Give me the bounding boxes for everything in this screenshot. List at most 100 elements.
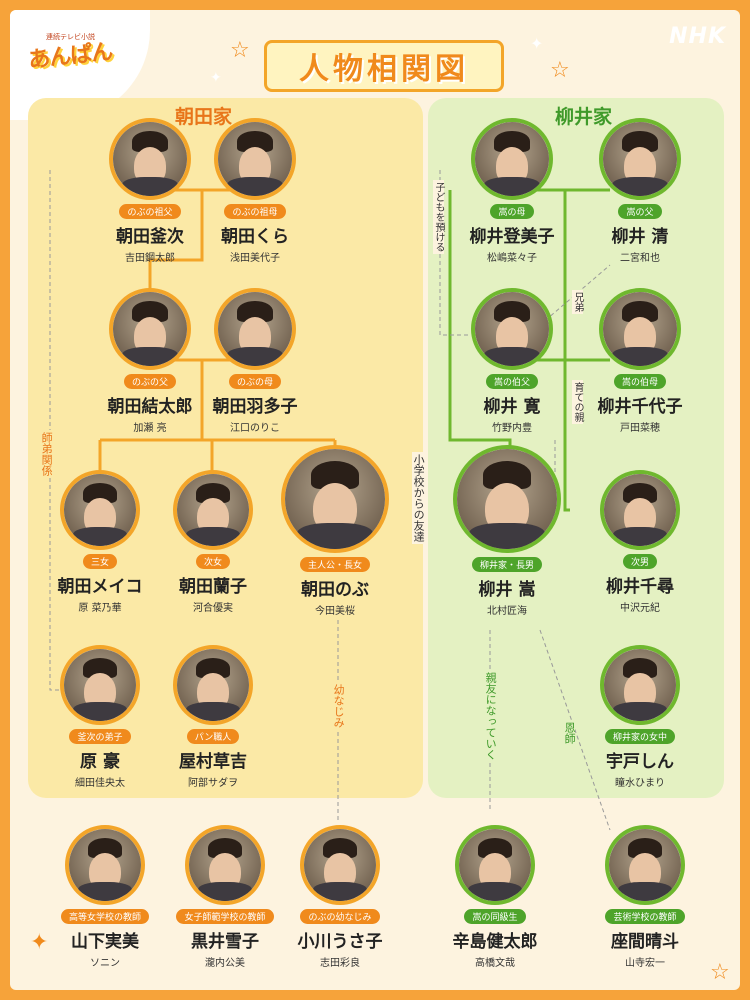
person-zama-haruto: 芸術学校の教師 座間晴斗 山寺宏一 [580, 825, 710, 969]
person-name: 原 豪 [80, 752, 120, 772]
person-yamura-sokichi: パン職人 屋村草吉 阿部サダヲ [148, 645, 278, 789]
role-badge: 芸術学校の教師 [605, 909, 685, 924]
person-name: 朝田のぶ [301, 580, 369, 600]
portrait-photo [453, 445, 561, 553]
person-asada-hatako: のぶの母 朝田羽多子 江口のりこ [190, 288, 320, 434]
role-badge: 嵩の母 [490, 204, 534, 219]
person-name: 朝田メイコ [57, 577, 143, 597]
actor-name: 細田佳央太 [75, 778, 125, 789]
line-kodomo [439, 170, 470, 336]
asada-family-title: 朝田家 [175, 106, 233, 128]
actor-name: 山寺宏一 [625, 958, 665, 969]
person-yanai-hiroshi: 嵩の伯父 柳井 寛 竹野内豊 [447, 288, 577, 434]
role-badge: のぶの祖父 [119, 204, 181, 219]
nhk-logo: NHK [669, 24, 726, 49]
role-badge: 柳井家・長男 [471, 557, 542, 572]
relation-label-sodate: 育ての親 [572, 380, 583, 424]
role-badge: 嵩の伯父 [485, 374, 538, 389]
person-yanai-takashi: 柳井家・長男 柳井 嵩 北村匠海 [442, 445, 572, 617]
portrait-photo [455, 825, 535, 905]
person-name: 山下実美 [71, 932, 139, 952]
logo-subtitle: 連続テレビ小説 [46, 33, 95, 41]
person-name: 柳井千尋 [606, 577, 674, 597]
person-yanai-chihiro: 次男 柳井千尋 中沢元紀 [575, 470, 705, 614]
actor-name: 河合優実 [193, 603, 233, 614]
person-yamashita-mimi: 高等女学校の教師 山下実美 ソニン [40, 825, 170, 969]
person-uto-shin: 柳井家の女中 宇戸しん 瞳水ひまり [575, 645, 705, 789]
relation-label-onshi: 恩師 [563, 720, 577, 746]
portrait-photo [60, 645, 140, 725]
actor-name: 浅田美代子 [230, 253, 280, 264]
actor-name: 瞳水ひまり [615, 778, 665, 789]
actor-name: 阿部サダヲ [188, 778, 238, 789]
portrait-photo [600, 470, 680, 550]
star-icon: ☆ [710, 960, 730, 985]
person-yanai-kiyoshi: 嵩の父 柳井 清 二宮和也 [575, 118, 705, 264]
actor-name: 竹野内豊 [492, 423, 532, 434]
role-badge: 嵩の父 [618, 204, 662, 219]
portrait-photo [471, 288, 553, 370]
portrait-photo [173, 645, 253, 725]
line-kiyoshi-chihiro [563, 190, 570, 512]
person-yanai-chiyoko: 嵩の伯母 柳井千代子 戸田菜穂 [575, 288, 705, 434]
line-kyodai [539, 264, 611, 326]
relation-label-kodomo: 子どもを預ける [433, 180, 444, 254]
yanai-family-title: 柳井家 [555, 106, 613, 128]
actor-name: 今田美桜 [315, 606, 355, 617]
line-shitei [49, 170, 65, 691]
relation-label-shitei: 師弟関係 [40, 430, 54, 478]
portrait-photo [300, 825, 380, 905]
relation-label-shinyu: 親友になっていく [484, 670, 498, 762]
actor-name: 吉田鋼太郎 [125, 253, 175, 264]
portrait-photo [109, 118, 191, 200]
star-icon: ✦ [30, 930, 49, 955]
portrait-photo [109, 288, 191, 370]
role-badge: のぶの祖母 [224, 204, 286, 219]
portrait-photo [60, 470, 140, 550]
role-badge: 主人公・長女 [299, 557, 370, 572]
person-asada-kamaji: のぶの祖父 朝田釜次 吉田鋼太郎 [85, 118, 215, 264]
person-asada-nobu: 主人公・長女 朝田のぶ 今田美桜 [270, 445, 400, 617]
portrait-photo [65, 825, 145, 905]
portrait-photo [471, 118, 553, 200]
role-badge: 次男 [622, 554, 657, 569]
role-badge: のぶの母 [228, 374, 281, 389]
actor-name: 二宮和也 [620, 253, 660, 264]
person-name: 朝田結太郎 [107, 397, 193, 417]
person-name: 屋村草吉 [179, 752, 247, 772]
portrait-photo [185, 825, 265, 905]
person-name: 柳井 清 [611, 227, 669, 247]
person-name: 朝田羽多子 [212, 397, 298, 417]
portrait-photo [599, 118, 681, 200]
person-name: 座間晴斗 [611, 932, 679, 952]
portrait-photo [214, 288, 296, 370]
actor-name: 志田彩良 [320, 958, 360, 969]
actor-name: 原 菜乃華 [78, 603, 122, 614]
role-badge: 嵩の同級生 [464, 909, 526, 924]
title-box: 人物相関図 [264, 40, 504, 92]
person-ogawa-usako: のぶの幼なじみ 小川うさ子 志田彩良 [275, 825, 405, 969]
portrait-photo [173, 470, 253, 550]
star-icon: ☆ [550, 58, 570, 83]
person-name: 柳井 寛 [483, 397, 541, 417]
person-karashima-kentaro: 嵩の同級生 辛島健太郎 高橋文哉 [430, 825, 560, 969]
portrait-photo [599, 288, 681, 370]
person-name: 朝田釜次 [116, 227, 184, 247]
person-asada-yutaro: のぶの父 朝田結太郎 加瀬 亮 [85, 288, 215, 434]
star-icon: ☆ [230, 38, 250, 63]
person-name: 黒井雪子 [191, 932, 259, 952]
actor-name: ソニン [90, 958, 120, 969]
actor-name: 江口のりこ [230, 423, 280, 434]
role-badge: 三女 [82, 554, 117, 569]
role-badge: 釜次の弟子 [69, 729, 131, 744]
actor-name: 戸田菜穂 [620, 423, 660, 434]
person-name: 柳井 嵩 [478, 580, 536, 600]
role-badge: 次女 [195, 554, 230, 569]
role-badge: のぶの幼なじみ [300, 909, 380, 924]
portrait-photo [214, 118, 296, 200]
person-name: 朝田蘭子 [179, 577, 247, 597]
actor-name: 中沢元紀 [620, 603, 660, 614]
person-name: 柳井登美子 [469, 227, 555, 247]
role-badge: 女子師範学校の教師 [176, 909, 274, 924]
person-hara-go: 釜次の弟子 原 豪 細田佳央太 [35, 645, 165, 789]
